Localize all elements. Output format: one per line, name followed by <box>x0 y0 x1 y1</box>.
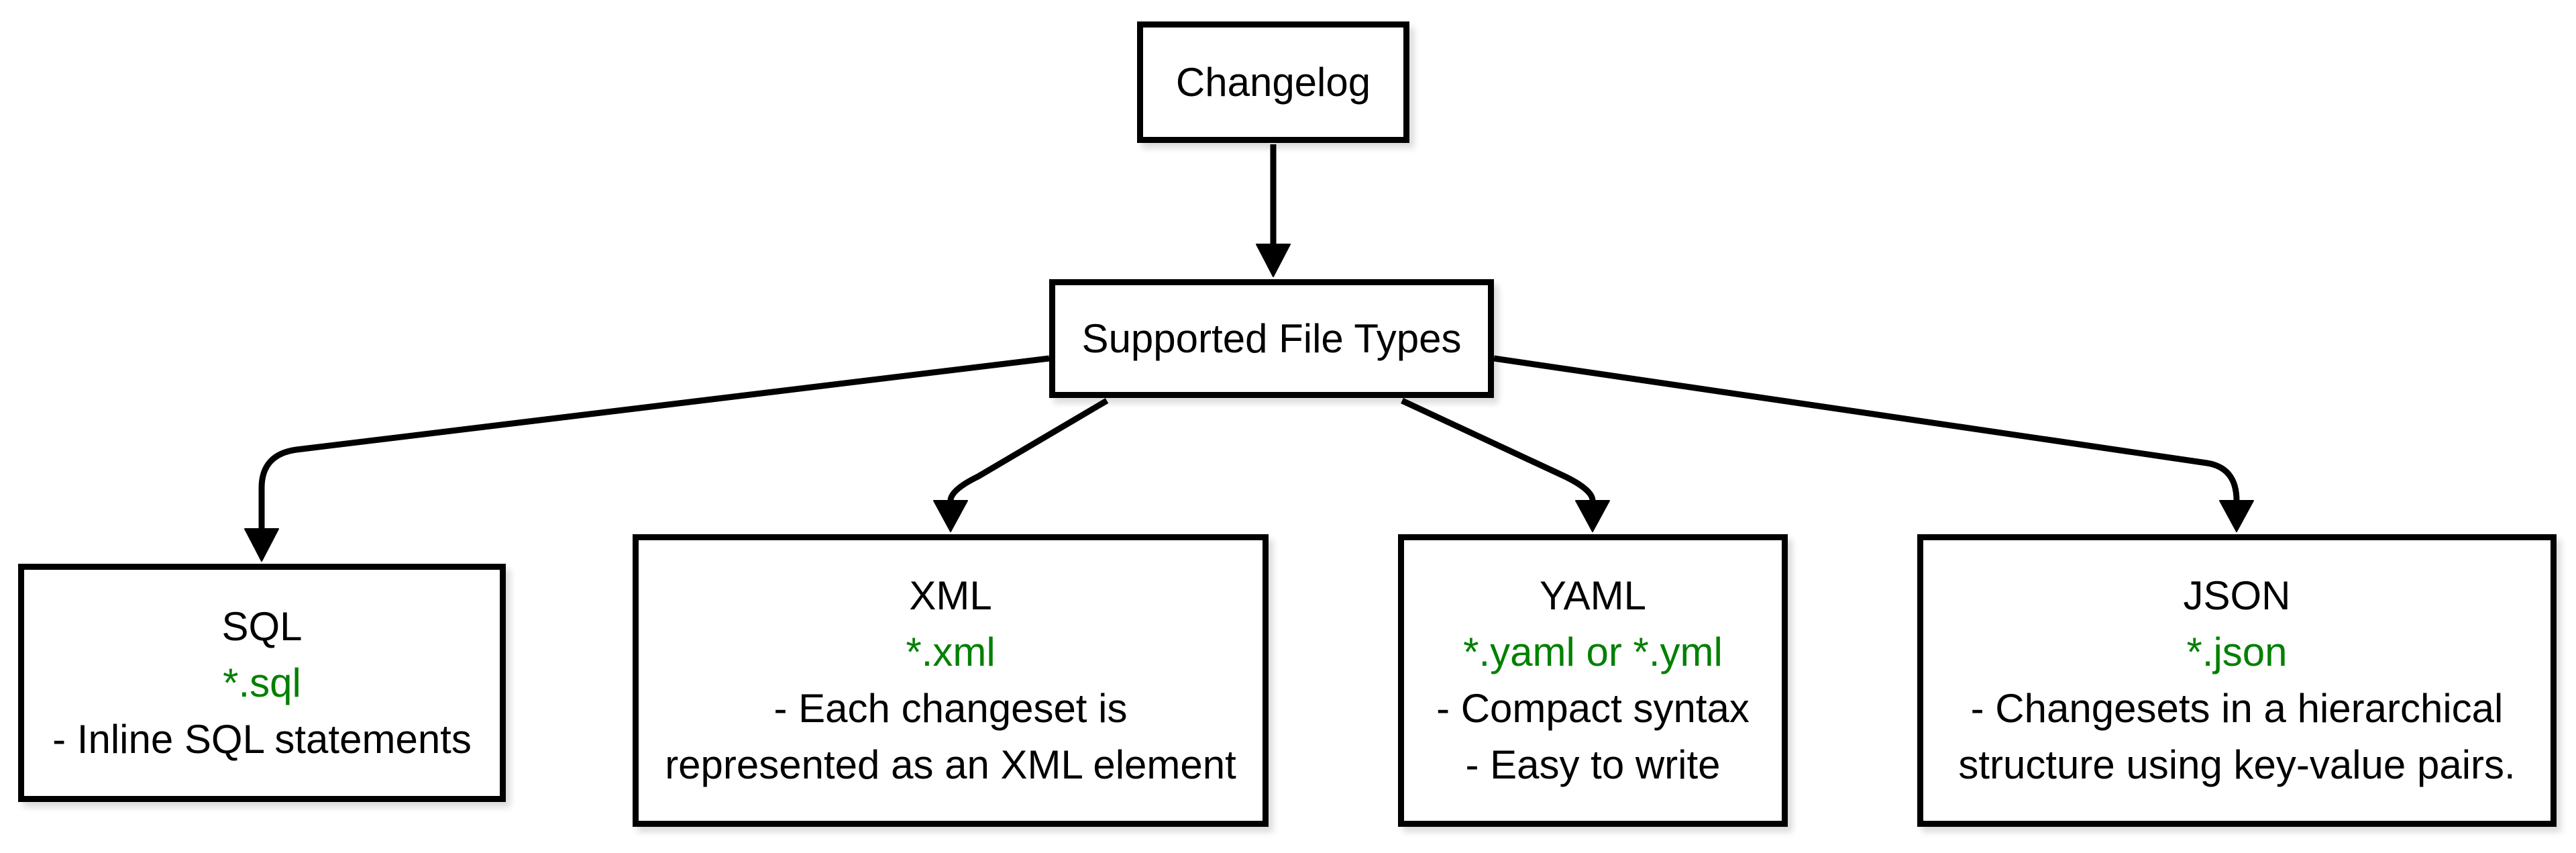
node-xml-title: XML <box>909 573 992 618</box>
arrow-supported-to-sql <box>244 355 1050 562</box>
node-changelog: Changelog <box>1137 21 1409 143</box>
node-sql-title: SQL <box>221 603 303 649</box>
arrow-changelog-to-supported <box>1256 144 1291 277</box>
node-json-file-pattern: *.json <box>2186 630 2288 674</box>
node-json-note-line: structure using key-value pairs. <box>1958 742 2516 787</box>
node-supported-file-types: Supported File Types <box>1049 279 1494 398</box>
node-json: JSON *.json - Changesets in a hierarchic… <box>1917 534 2557 827</box>
node-xml-note-line: - Each changeset is <box>773 686 1128 731</box>
node-sql: SQL *.sql - Inline SQL statements <box>18 564 506 802</box>
node-xml: XML *.xml - Each changeset is represente… <box>633 534 1269 827</box>
node-xml-file-pattern: *.xml <box>906 630 996 674</box>
node-xml-note-line: represented as an XML element <box>665 742 1236 787</box>
node-json-title: JSON <box>2183 573 2291 618</box>
node-sql-note-line: - Inline SQL statements <box>52 716 472 762</box>
arrow-supported-to-json <box>1493 355 2254 532</box>
node-yaml-title: YAML <box>1540 573 1646 618</box>
node-yaml-file-pattern: *.yaml or *.yml <box>1463 630 1723 674</box>
node-yaml: YAML *.yaml or *.yml - Compact syntax - … <box>1398 534 1788 827</box>
node-json-note-line: - Changesets in a hierarchical <box>1970 686 2504 731</box>
arrow-supported-to-yaml <box>1401 397 1610 532</box>
node-supported-file-types-label: Supported File Types <box>1081 315 1462 361</box>
node-changelog-label: Changelog <box>1175 59 1371 105</box>
node-yaml-note-line: - Easy to write <box>1465 742 1721 787</box>
node-sql-file-pattern: *.sql <box>223 660 301 705</box>
arrow-supported-to-xml <box>933 398 1109 532</box>
node-yaml-note-line: - Compact syntax <box>1436 686 1750 731</box>
